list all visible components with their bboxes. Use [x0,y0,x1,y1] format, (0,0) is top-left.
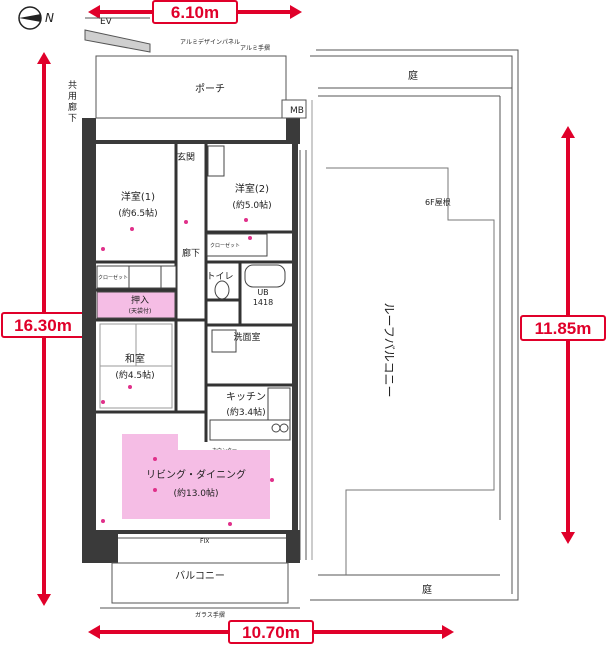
kitchen-size: (約3.4帖) [226,406,265,418]
interior-walls [96,144,292,442]
fix-label: FIX [200,538,209,545]
toilet-label: トイレ [206,272,233,282]
glass-handrail-label: ガラス手摺 [195,611,225,619]
yoshitsu1-size: (約6.5帖) [118,207,157,219]
dim-top-width: 6.10m [171,3,219,22]
washitsu-tatami [99,323,173,409]
ub-size: 1418 [253,298,273,307]
dim-right-height: 11.85m [535,319,592,338]
svg-text:共: 共 [68,80,77,91]
closet-label-1: クローゼット [98,274,128,281]
svg-text:廊: 廊 [68,101,77,113]
svg-text:用: 用 [68,91,77,102]
garden-outline [310,49,519,601]
living-label: リビング・ダイニング [146,468,246,481]
balcony-area [100,537,300,609]
closets [96,145,268,289]
shared-corridor-label: 共 用 廊 下 [68,80,77,124]
aluminum-design-panel-label: アルミデザインパネル [180,38,240,46]
toilet-fixture [214,280,230,300]
yoshitsu2-size: (約5.0帖) [232,199,271,211]
roof-balcony [299,100,495,575]
closet-label-2: クローゼット [210,242,240,249]
kitchen-counter [209,387,291,441]
roka-label: 廊下 [182,247,200,259]
roof-balcony-label: ルーフバルコニー [382,302,396,397]
porch-area [95,55,307,119]
yoshitsu1-label: 洋室(1) [121,190,155,203]
ev-label: EV [100,17,113,27]
oshiire-sub-label: (天袋付) [129,307,152,315]
washitsu-label: 和室 [125,352,145,365]
garden-bottom-label: 庭 [422,583,432,596]
floor-6f-label: 6F屋根 [425,197,451,207]
living-dining-highlight [122,434,270,519]
washitsu-size: (約4.5帖) [115,369,154,381]
porch-label: ポーチ [195,83,225,95]
balcony-label: バルコニー [175,570,225,582]
yoshitsu2-label: 洋室(2) [235,182,269,195]
washbasin [211,329,237,353]
outlet-markers [101,218,274,526]
bathtub [244,264,286,288]
senmenshitsu-label: 洗面室 [233,331,260,343]
oshiire-label: 押入 [131,294,149,306]
ub-label: UB [257,288,268,297]
aluminum-handrail-label: アルミ手摺 [240,44,270,52]
dim-left-height: 16.30m [14,316,72,335]
genkan-label: 玄関 [177,151,195,163]
compass-label: N [45,11,54,25]
svg-text:下: 下 [68,114,77,124]
compass-icon: N [18,6,54,30]
living-size: (約13.0帖) [173,487,218,499]
dim-bottom-width: 10.70m [242,623,300,642]
garden-top-label: 庭 [408,69,418,82]
kitchen-label: キッチン [226,391,266,403]
outer-walls [82,118,300,563]
oshiire-storage [96,291,176,319]
elevator-area: EV [84,17,151,53]
mb-label: MB [290,106,304,116]
